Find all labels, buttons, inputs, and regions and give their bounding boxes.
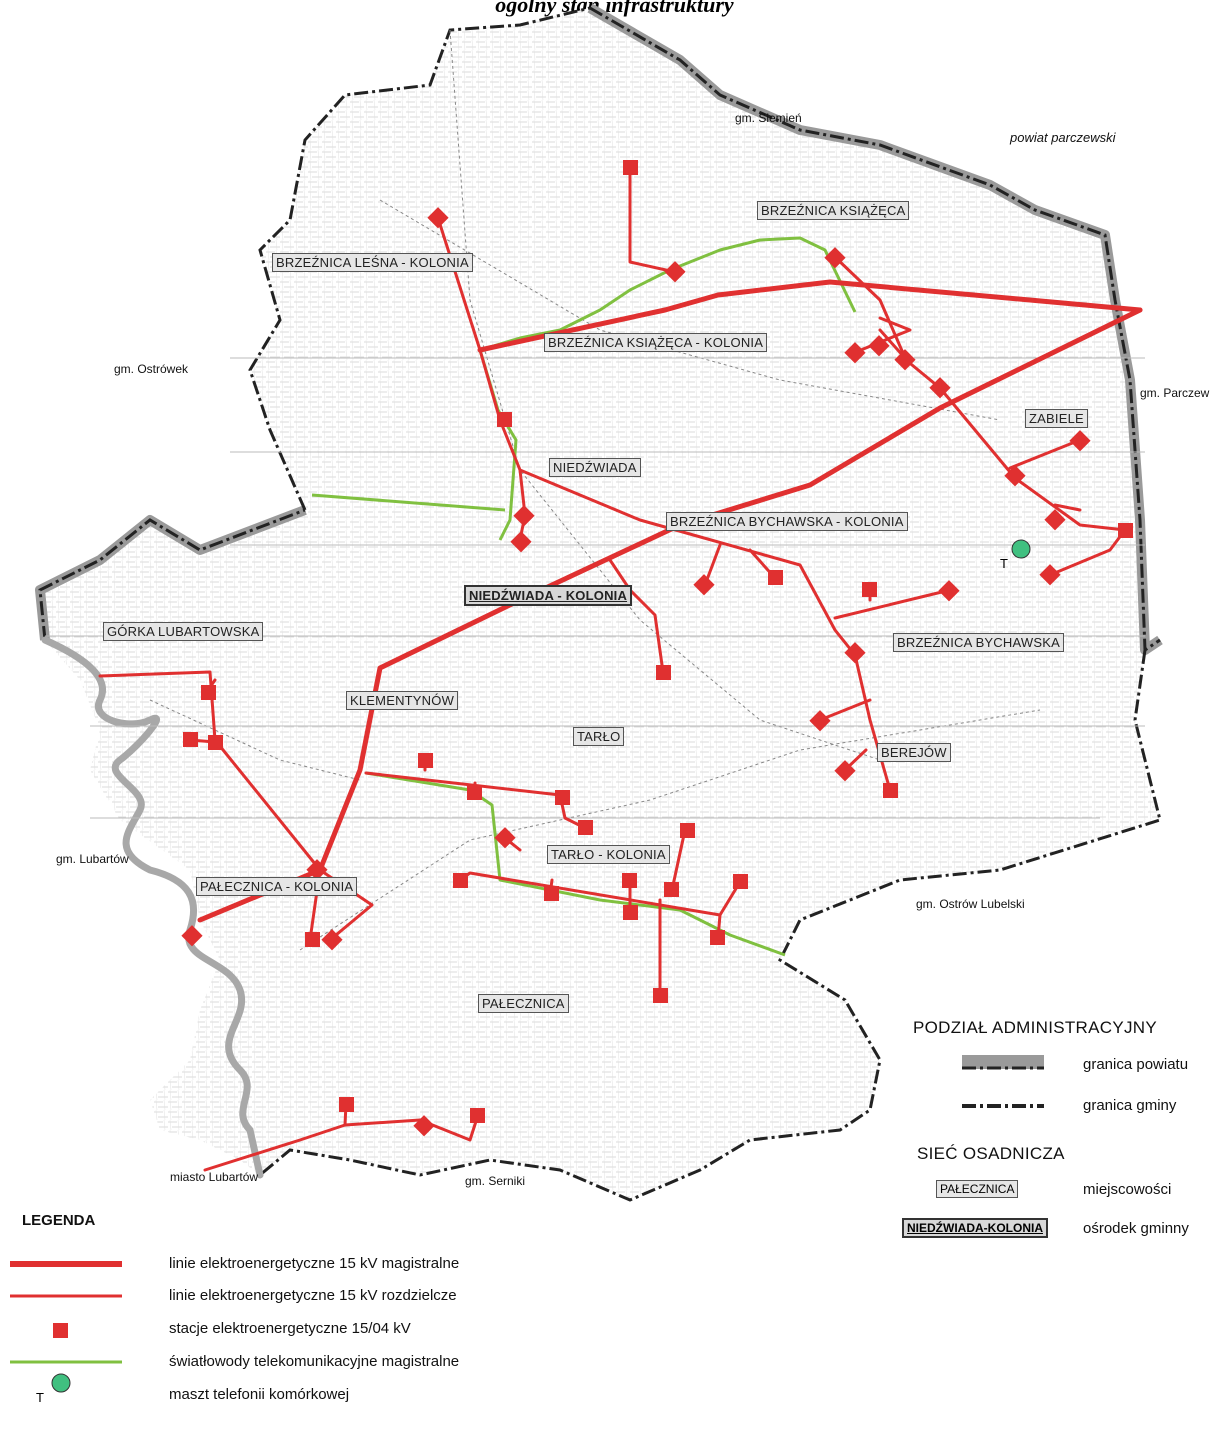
map-title: ogólny stan infrastruktury	[495, 0, 734, 17]
settlement-sample-center: NIEDŹWIADA-KOLONIA	[902, 1218, 1048, 1238]
station	[623, 160, 638, 175]
legend-green-circle-icon	[51, 1373, 71, 1393]
neighbor-ostrow-lubelski: gm. Ostrów Lubelski	[916, 897, 1025, 911]
station	[494, 827, 516, 849]
station	[497, 412, 512, 427]
station	[656, 665, 671, 680]
legend-red-square-icon	[53, 1323, 68, 1338]
station	[834, 760, 856, 782]
station	[929, 377, 951, 399]
station	[1004, 465, 1026, 487]
locality-gorka-lubartowska: GÓRKA LUBARTOWSKA	[103, 622, 264, 641]
station	[693, 574, 715, 596]
legend-symbols: T	[10, 1055, 1044, 1405]
station	[733, 874, 748, 889]
locality-berejow: BEREJÓW	[877, 743, 951, 762]
mast-circle-icon	[1011, 539, 1031, 559]
station	[824, 247, 846, 269]
station	[664, 882, 679, 897]
legend-item-main-lines: linie elektroenergetyczne 15 kV magistra…	[169, 1255, 460, 1272]
locality-niedzwiada-kolonia: NIEDŹWIADA - KOLONIA	[464, 585, 633, 606]
station	[208, 735, 223, 750]
station	[470, 1108, 485, 1123]
station	[513, 505, 535, 527]
settlement-legend-center: ośrodek gminny	[1083, 1220, 1189, 1237]
station	[710, 930, 725, 945]
admin-legend-commune: granica gminy	[1083, 1097, 1177, 1114]
admin-legend-county: granica powiatu	[1083, 1056, 1189, 1073]
station	[544, 886, 559, 901]
legend-item-stations: stacje elektroenergetyczne 15/04 kV	[169, 1320, 411, 1337]
neighbor-siemien: gm. Siemień	[735, 111, 802, 125]
station	[578, 820, 593, 835]
station	[894, 349, 916, 371]
station	[768, 570, 783, 585]
settlement-legend-heading: SIEĆ OSADNICZA	[917, 1144, 1065, 1163]
station	[453, 873, 468, 888]
station	[664, 261, 686, 283]
station	[938, 580, 960, 602]
station	[883, 783, 898, 798]
station	[413, 1115, 435, 1137]
legend-mast-t: T	[36, 1390, 44, 1405]
mobile-mast: T	[1000, 539, 1031, 571]
neighbor-miasto-lubartow: miasto Lubartów	[170, 1170, 259, 1184]
station	[844, 342, 866, 364]
station	[844, 642, 866, 664]
neighbor-parczewski: powiat parczewski	[1010, 130, 1116, 145]
station	[418, 753, 433, 768]
legend-item-mast: maszt telefonii komórkowej	[169, 1386, 350, 1403]
settlement-sample-locality: PAŁECZNICA	[936, 1180, 1019, 1198]
station	[467, 785, 482, 800]
station	[809, 710, 831, 732]
admin-legend-heading: PODZIAŁ ADMINISTRACYJNY	[913, 1018, 1157, 1037]
locality-zabiele: ZABIELE	[1025, 409, 1088, 428]
locality-palecznica: PAŁECZNICA	[478, 994, 569, 1013]
station	[183, 732, 198, 747]
commune-border	[248, 6, 1162, 1202]
stations	[181, 160, 1133, 1137]
locality-brzeznica-lesna-kolonia: BRZEŹNICA LEŚNA - KOLONIA	[272, 253, 473, 272]
county-border	[35, 3, 1163, 655]
legend-item-distribution-lines: linie elektroenergetyczne 15 kV rozdziel…	[169, 1287, 457, 1304]
station	[339, 1097, 354, 1112]
legend-item-fiber: światłowody telekomunikacyjne magistraln…	[169, 1353, 460, 1370]
station	[305, 932, 320, 947]
locality-brzeznica-bychawska: BRZEŹNICA BYCHAWSKA	[893, 633, 1064, 652]
legend-heading: LEGENDA	[22, 1212, 96, 1229]
locality-brzeznica-ksiazeca-kolonia: BRZEŹNICA KSIĄŻĘCA - KOLONIA	[544, 333, 768, 352]
roads	[149, 29, 1041, 951]
station	[510, 531, 532, 553]
station	[680, 823, 695, 838]
station	[862, 582, 877, 597]
station	[868, 335, 890, 357]
station	[181, 925, 203, 947]
locality-palecznica-kolonia: PAŁECZNICA - KOLONIA	[196, 877, 358, 896]
mast-label: T	[1000, 556, 1008, 571]
locality-klementynow: KLEMENTYNÓW	[346, 691, 459, 710]
locality-tarlo-kolonia: TARŁO - KOLONIA	[547, 845, 670, 864]
neighbor-serniki: gm. Serniki	[465, 1174, 526, 1188]
station	[622, 873, 637, 888]
neighbor-lubartow: gm. Lubartów	[56, 852, 129, 866]
river-wieprz	[41, 636, 264, 1179]
locality-brzeznica-ksiazeca: BRZEŹNICA KSIĄŻĘCA	[757, 201, 910, 220]
settlement-legend-localities: miejscowości	[1083, 1181, 1172, 1198]
locality-niedzwiada: NIEDŹWIADA	[549, 458, 641, 477]
station	[653, 988, 668, 1003]
station	[201, 685, 216, 700]
neighbor-parczew: gm. Parczew	[1140, 386, 1210, 400]
neighbor-ostrowek: gm. Ostrówek	[114, 362, 189, 376]
station	[555, 790, 570, 805]
locality-tarlo: TARŁO	[573, 727, 625, 746]
station	[1118, 523, 1133, 538]
locality-brzeznica-bychawska-kolonia: BRZEŹNICA BYCHAWSKA - KOLONIA	[666, 512, 908, 531]
station	[623, 905, 638, 920]
